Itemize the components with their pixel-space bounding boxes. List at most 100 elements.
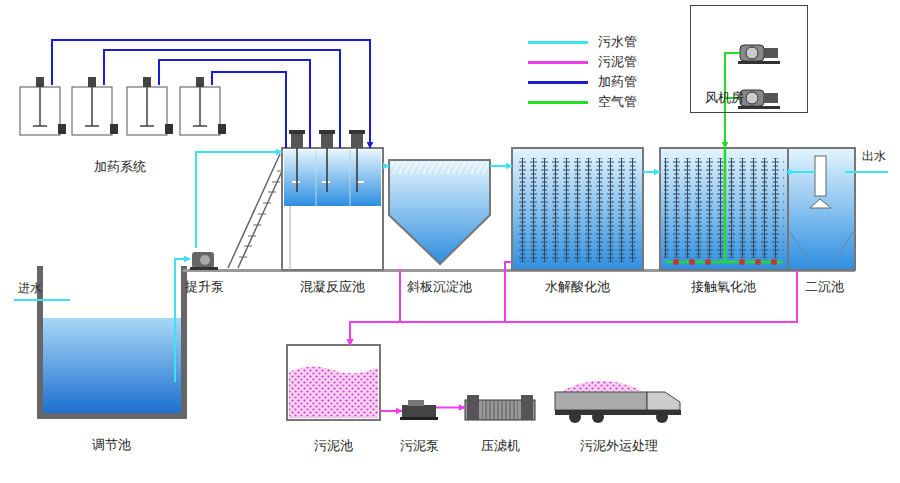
blower-symbol [738,61,780,64]
filter-press-symbol [482,400,518,420]
contact-oxidation-tank [666,148,782,262]
dosing-tanks [196,77,204,87]
sludge-tank [287,345,380,420]
tank-label: 二沉池 [805,279,844,295]
truck-symbol [647,392,680,410]
sludge-pump-symbol [408,400,424,406]
sludge-tank [287,345,380,420]
blower-room: 风机房 [690,5,808,113]
dosing-system: 加药系统 [15,85,225,137]
hydrolysis-tank [512,148,643,270]
blower-symbol [740,45,764,61]
truck-symbol [592,411,604,423]
truck-symbol [555,392,647,410]
dosing-tanks [143,77,151,87]
stairs [228,154,288,268]
contact-oxidation-tank [755,259,761,265]
blower-symbol [764,48,778,58]
lift-pump-symbol [190,267,218,270]
dosing-tanks [72,87,112,135]
hydrolysis-tank [518,158,637,262]
sludge-pump-symbol [402,405,436,417]
lift-pump-symbol [190,252,218,270]
dosing-tanks [85,87,99,126]
legend-swatch [528,61,588,64]
pipe-connector [380,410,402,412]
legend-text: 污水管 [598,33,637,51]
pipe-connector [175,259,190,268]
blower-symbol [738,106,780,109]
coagulation-tank [326,148,328,192]
legend-swatch [528,81,588,84]
filter-press-symbol [465,395,535,420]
coagulation-tank [316,150,350,206]
tank-label: 压滤机 [481,438,520,454]
coagulation-tank [349,130,365,134]
coagulation-tank [296,148,298,192]
pipe-connector [52,40,370,148]
pipe-connector [383,165,389,167]
pipe-connector [436,407,465,409]
secondary-clarifier [790,232,853,268]
coagulation-tank [284,150,381,206]
contact-oxidation-tank [660,148,788,270]
sludge-pump-symbol [400,417,438,420]
pipe-connector [350,262,512,345]
dosing-tanks [165,124,173,134]
tank-label: 提升泵 [185,279,224,295]
coagulation-tank [321,133,333,148]
secondary-clarifier [788,148,888,270]
hydrolysis-tank [512,148,643,270]
inclined-plate-settler [391,162,488,174]
lift-pump-symbol [192,252,214,268]
coagulation-tank [319,130,335,134]
legend-row: 污泥管 [528,52,637,72]
regulating-tank [43,318,181,413]
filter-press-symbol [467,395,479,420]
tank-label: 风机房 [705,90,744,106]
dosing-tanks [110,124,118,134]
coagulation-tank [291,133,303,148]
sludge-pump-symbol [400,400,438,420]
tank-label: 接触氧化池 [691,279,756,295]
settling-tank: 斜板沉淀池 [389,160,490,270]
legend-row: 空气管 [528,92,637,112]
secondary-clarifier [794,171,888,173]
secondary-clarifier [788,148,855,270]
contact-oxidation-tank [739,259,745,265]
blower-symbol [746,92,758,104]
pipe-connector [350,270,797,345]
regulating-tank [174,268,176,382]
dosing-tanks [36,77,44,87]
inclined-plate-settler [389,160,490,264]
tank-label: 加药系统 [94,159,146,175]
legend-row: 污水管 [528,32,637,52]
filter-press: 压滤机 [465,395,535,420]
regulating-tank [14,266,187,419]
dosing-tanks [33,87,47,126]
coagulation-tank [356,148,358,192]
secondary-clarifier [815,156,826,196]
coagulation-tank [292,181,364,183]
regulating-tank [37,266,187,419]
dosing-tanks [218,124,226,134]
sludge-pump: 污泥泵 [402,402,436,420]
dosing-tanks [58,124,66,134]
pipe-connector [490,165,512,167]
pipe-connector [643,171,660,173]
truck-symbol [560,381,642,392]
legend-swatch [528,41,588,44]
lift-pump: 提升泵 [190,248,218,270]
inclined-plate-settler [389,160,490,264]
coagulation-tank [351,133,363,148]
pipe-label: 进水 [18,281,42,296]
sludge-truck: 污泥外运处理 [555,372,683,420]
contact-oxidation-tank [660,148,788,270]
stairs [228,154,288,268]
filter-press-symbol [521,395,533,420]
secondary-clarifier [810,199,831,208]
sludge-tank: 污泥池 [287,345,380,420]
coagulation-tank: 混凝反应池 [282,148,383,270]
regulating-tank: 调节池 [40,268,183,415]
